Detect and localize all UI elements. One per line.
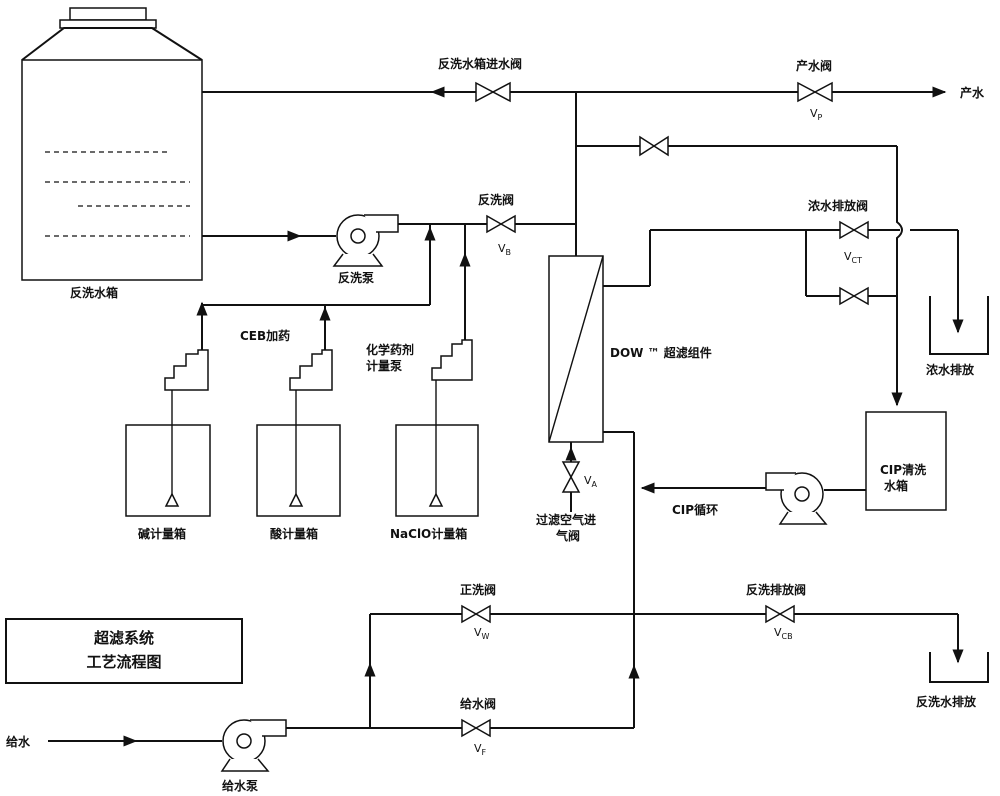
feed-pump-icon[interactable] xyxy=(220,719,287,772)
backwash-drain-valve-label: 反洗排放阀 xyxy=(746,582,806,597)
acid-tank-label: 酸计量箱 xyxy=(270,526,318,541)
backwash-drain-label: 反洗水排放 xyxy=(916,694,977,709)
concentrate-drain-valve-label: 浓水排放阀 xyxy=(808,198,868,213)
acid-dosing-pump-icon[interactable] xyxy=(289,349,333,391)
feed-pipeline xyxy=(48,613,964,747)
backwash-pump-icon[interactable] xyxy=(332,214,399,267)
air-inlet-valve-icon[interactable] xyxy=(561,461,581,493)
air-valve-label-line2: 气阀 xyxy=(555,528,580,543)
feed-valve-tag: VF xyxy=(474,742,487,757)
feed-valve-icon[interactable] xyxy=(461,718,491,738)
backwash-pump-label: 反洗泵 xyxy=(338,270,374,285)
cip-tank-label-line2: 水箱 xyxy=(884,478,908,493)
title-line1: 超滤系统 xyxy=(93,629,154,647)
ceb-dosing-lines xyxy=(196,301,466,350)
backwash-tank xyxy=(21,7,203,281)
alkali-dosing-pump-icon[interactable] xyxy=(164,349,209,391)
product-valve-tag: VP xyxy=(810,107,823,122)
product-valve-icon[interactable] xyxy=(797,81,833,103)
cip-tank xyxy=(865,411,947,511)
uf-module-label: DOW ™ 超滤组件 xyxy=(610,345,712,360)
backwash-valve-icon[interactable] xyxy=(486,214,516,234)
forward-flush-valve-label: 正洗阀 xyxy=(460,582,496,597)
backwash-valve-tag: VB xyxy=(498,242,511,257)
title-line2: 工艺流程图 xyxy=(86,653,161,671)
forward-valve-tag: VW xyxy=(474,626,490,641)
concentrate-bypass-valve-icon[interactable] xyxy=(839,286,869,306)
acid-metering-tank xyxy=(256,390,341,517)
backwash-tank-label: 反洗水箱 xyxy=(70,285,118,300)
backwash-tank-inlet-valve-label: 反洗水箱进水阀 xyxy=(438,56,522,71)
naclo-tank-label: NaClO计量箱 xyxy=(390,526,467,541)
feed-valve-label: 给水阀 xyxy=(460,696,496,711)
naclo-metering-tank xyxy=(395,380,479,517)
backwash-drain-valve-icon[interactable] xyxy=(765,604,795,624)
feed-water-label: 给水 xyxy=(6,734,31,749)
air-valve-label-line1: 过滤空气进 xyxy=(536,512,596,527)
cip-circulation-label: CIP循环 xyxy=(672,502,718,517)
chem-pump-label-line2: 计量泵 xyxy=(366,358,402,373)
backwash-valve-label: 反洗阀 xyxy=(478,192,514,207)
forward-flush-valve-icon[interactable] xyxy=(461,604,491,624)
cip-tank-label-line1: CIP清洗 xyxy=(880,462,926,477)
uf-module xyxy=(548,229,964,728)
alkali-metering-tank xyxy=(125,390,211,517)
ceb-dosing-label: CEB加药 xyxy=(240,328,290,343)
feed-pump-label: 给水泵 xyxy=(222,778,258,793)
air-valve-tag: VA xyxy=(584,474,598,489)
cip-pump-icon[interactable] xyxy=(765,472,828,525)
cip-return-valve-icon[interactable] xyxy=(639,135,669,157)
backwash-pump-line xyxy=(202,223,576,335)
product-valve-label: 产水阀 xyxy=(796,58,832,73)
concentrate-valve-tag: VCT xyxy=(844,250,862,265)
cip-line xyxy=(640,482,866,494)
backwash-drain-vessel xyxy=(929,652,989,683)
concentrate-drain-valve-icon[interactable] xyxy=(839,220,869,240)
backwash-tank-inlet-valve-icon[interactable] xyxy=(475,81,511,103)
concentrate-drain-vessel xyxy=(929,296,989,355)
naclo-dosing-pump-icon[interactable] xyxy=(431,339,473,381)
title-box xyxy=(5,618,243,684)
product-water-label: 产水 xyxy=(960,85,985,100)
top-pipeline xyxy=(202,86,947,407)
chem-pump-label-line1: 化学药剂 xyxy=(366,342,414,357)
concentrate-drain-label: 浓水排放 xyxy=(926,362,975,377)
drain-valve-tag: VCB xyxy=(774,626,793,641)
alkali-tank-label: 碱计量箱 xyxy=(138,526,186,541)
